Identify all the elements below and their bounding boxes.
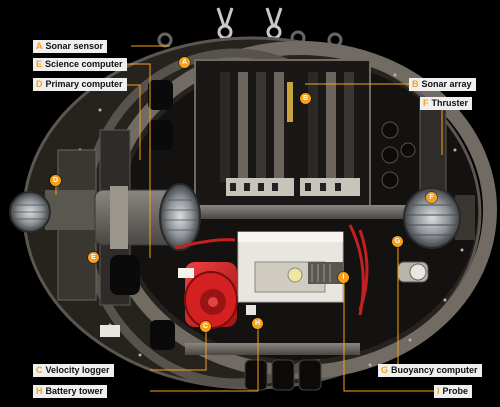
label-key: H xyxy=(36,386,43,396)
velocity-logger xyxy=(178,262,238,329)
marker-d: D xyxy=(50,175,61,186)
buoyancy-unit xyxy=(397,261,429,283)
marker-h: H xyxy=(252,318,263,329)
label-key: A xyxy=(36,41,43,51)
label-text: Thruster xyxy=(431,98,469,108)
label-text: Battery tower xyxy=(45,386,104,396)
science-computer xyxy=(94,183,201,251)
label-key: G xyxy=(381,365,389,375)
marker-b: B xyxy=(300,93,311,104)
lifting-shackles xyxy=(216,7,283,40)
label-text: Buoyancy computer xyxy=(391,365,478,375)
label-text: Science computer xyxy=(45,59,123,69)
label-key: E xyxy=(36,59,43,69)
label-text: Velocity logger xyxy=(45,365,110,375)
probe-assembly xyxy=(237,231,344,303)
label-key: B xyxy=(412,79,419,89)
sonar-array-tubes xyxy=(220,72,354,182)
right-thruster xyxy=(403,187,475,249)
left-thruster xyxy=(9,190,95,233)
leader-lines xyxy=(55,45,443,392)
label-text: Primary computer xyxy=(45,79,123,89)
marker-a: A xyxy=(179,57,190,68)
label-text: Probe xyxy=(442,386,469,396)
label-text: Sonar array xyxy=(421,79,472,89)
label-key: D xyxy=(36,79,43,89)
label-key: I xyxy=(437,386,440,396)
marker-g: G xyxy=(392,236,403,247)
label-key: F xyxy=(423,98,429,108)
marker-e: E xyxy=(88,252,99,263)
label-key: C xyxy=(36,365,43,375)
marker-c: C xyxy=(200,321,211,332)
marker-f: F xyxy=(426,192,437,203)
cables xyxy=(174,224,369,316)
label-text: Sonar sensor xyxy=(45,41,104,51)
marker-i: I xyxy=(338,272,349,283)
